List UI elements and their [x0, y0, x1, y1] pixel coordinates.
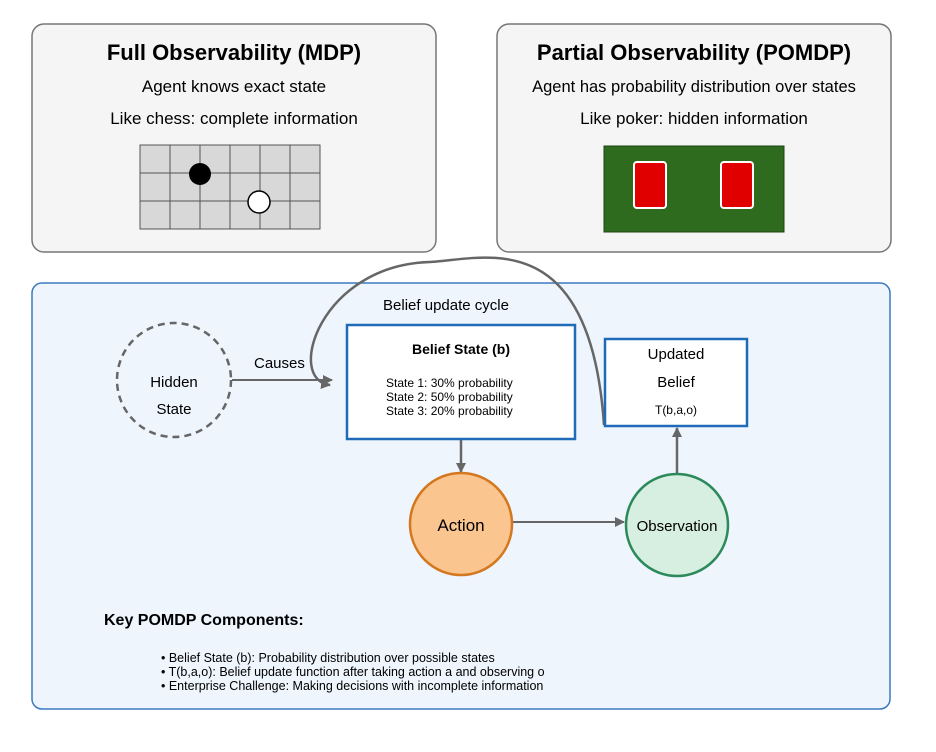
- hidden-state-line-1: Hidden: [150, 374, 198, 391]
- black-piece: [189, 163, 211, 185]
- hidden-state-line-2: State: [156, 401, 191, 418]
- belief-state-line-3: State 3: 20% probability: [386, 404, 513, 418]
- components-item-3: • Enterprise Challenge: Making decisions…: [161, 679, 543, 693]
- belief-state-box: Belief State (b) State 1: 30% probabilit…: [345, 323, 577, 441]
- updated-belief-box: Updated Belief T(b,a,o): [603, 337, 749, 428]
- cycle-label: Belief update cycle: [383, 297, 509, 314]
- chess-board: [139, 144, 321, 230]
- poker-table: [603, 145, 785, 233]
- hidden-state-node: Hidden State: [115, 321, 233, 439]
- update-function-label: T(b,a,o): [655, 403, 697, 417]
- updated-belief-line-1: Updated: [648, 346, 705, 363]
- components-title: Key POMDP Components:: [104, 612, 304, 629]
- belief-state-line-2: State 2: 50% probability: [386, 390, 513, 404]
- observation-label: Observation: [637, 518, 718, 535]
- belief-update-feedback-arrow: [309, 256, 606, 426]
- causes-label: Causes: [254, 355, 305, 372]
- pomdp-title: Partial Observability (POMDP): [537, 40, 851, 65]
- pomdp-line-2: Like poker: hidden information: [580, 109, 808, 128]
- components-item-2: • T(b,a,o): Belief update function after…: [161, 665, 545, 679]
- pomdp-line-1: Agent has probability distribution over …: [532, 78, 856, 96]
- mdp-line-1: Agent knows exact state: [142, 77, 326, 96]
- pomdp-panel: Partial Observability (POMDP) Agent has …: [496, 23, 892, 253]
- mdp-line-2: Like chess: complete information: [110, 109, 358, 128]
- belief-state-line-1: State 1: 30% probability: [386, 376, 513, 390]
- mdp-panel: Full Observability (MDP) Agent knows exa…: [31, 23, 437, 253]
- belief-state-title: Belief State (b): [412, 341, 510, 357]
- action-label: Action: [437, 516, 484, 535]
- observation-node: Observation: [624, 472, 730, 578]
- hidden-card-left: [633, 161, 667, 209]
- mdp-title: Full Observability (MDP): [107, 40, 361, 65]
- white-piece: [247, 190, 271, 214]
- components-item-1: • Belief State (b): Probability distribu…: [161, 651, 495, 665]
- hidden-card-right: [720, 161, 754, 209]
- updated-belief-line-2: Belief: [657, 374, 695, 391]
- action-node: Action: [408, 471, 514, 577]
